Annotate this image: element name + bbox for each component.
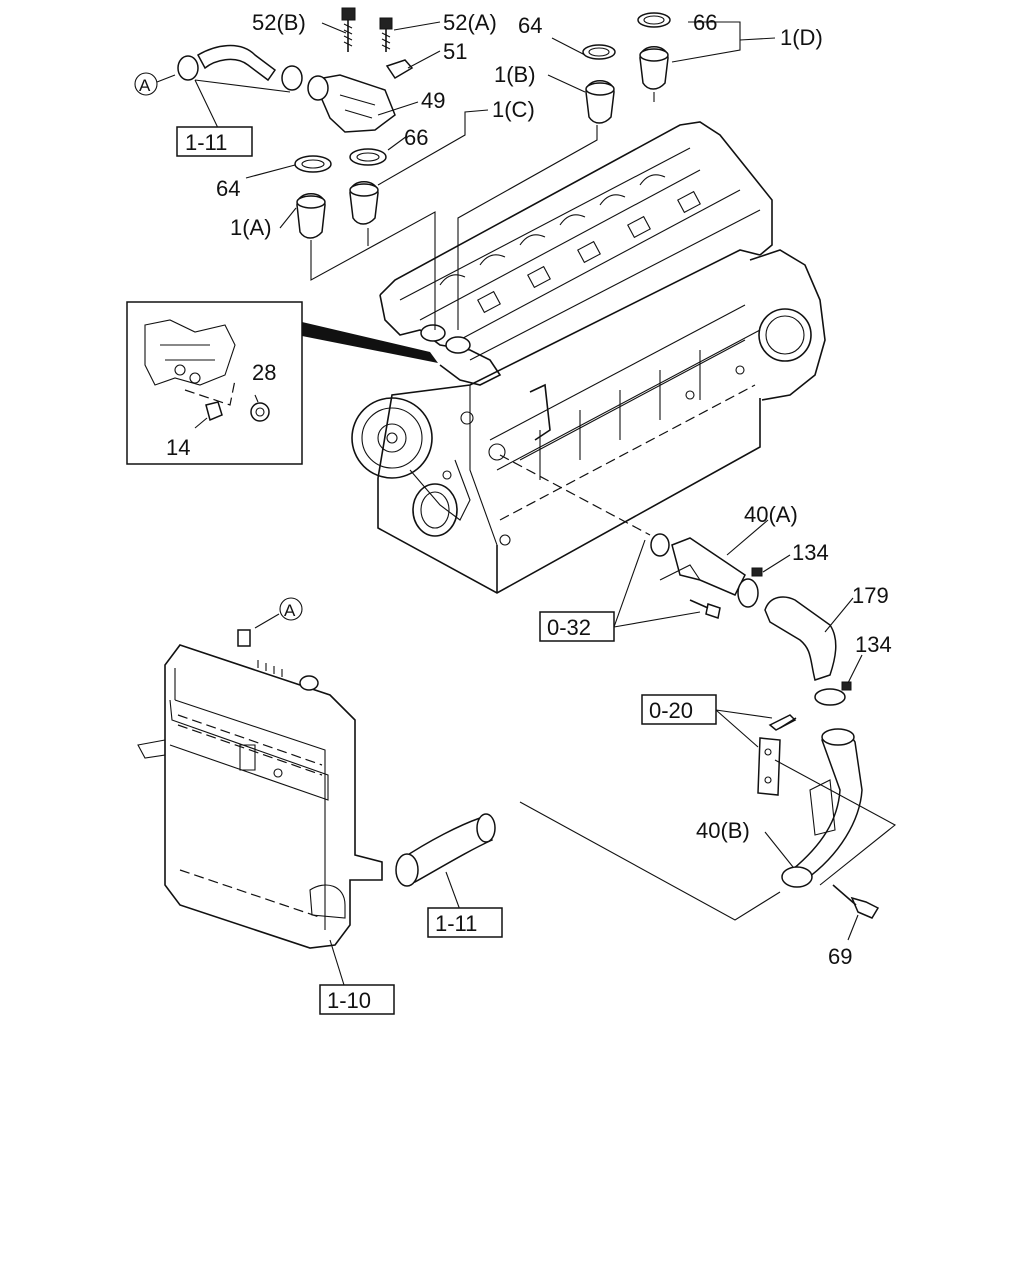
reference-marks: A A — [134, 72, 303, 621]
leader-lines — [156, 21, 863, 986]
ref-a-radiator: A — [284, 601, 296, 620]
radiator-assembly — [137, 629, 496, 949]
label-1b: 1(B) — [494, 62, 536, 87]
boxed-references: 1-11 0-32 0-20 1-11 1-10 — [176, 126, 717, 1015]
box-1-11-bottom: 1-11 — [435, 911, 477, 936]
label-28: 28 — [252, 360, 276, 385]
box-1-10: 1-10 — [327, 988, 371, 1013]
inset-pointer — [302, 322, 438, 363]
label-66-mid: 66 — [404, 125, 428, 150]
label-1c: 1(C) — [492, 97, 535, 122]
label-179: 179 — [852, 583, 889, 608]
installation-lines-thermostats — [310, 92, 655, 330]
part-labels: 52(B) 52(A) 64 66 1(D) 51 1(B) 49 1(C) 6… — [166, 10, 892, 969]
label-14: 14 — [166, 435, 190, 460]
label-69: 69 — [828, 944, 852, 969]
label-52b: 52(B) — [252, 10, 306, 35]
label-66-top: 66 — [693, 10, 717, 35]
ref-a-top: A — [139, 76, 151, 95]
box-0-32: 0-32 — [547, 615, 591, 640]
label-40a: 40(A) — [744, 502, 798, 527]
label-64-top: 64 — [518, 13, 542, 38]
inset-detail-box — [126, 301, 438, 465]
label-51: 51 — [443, 39, 467, 64]
label-1d: 1(D) — [780, 25, 823, 50]
label-64-mid: 64 — [216, 176, 240, 201]
lower-pipe-assembly — [519, 714, 896, 921]
engine-block — [351, 121, 826, 594]
box-0-20: 0-20 — [649, 698, 693, 723]
thermostat-housing-assembly — [177, 7, 671, 239]
label-1a: 1(A) — [230, 215, 272, 240]
label-134-bot: 134 — [855, 632, 892, 657]
label-49: 49 — [421, 88, 445, 113]
label-52a: 52(A) — [443, 10, 497, 35]
label-134-top: 134 — [792, 540, 829, 565]
water-inlet-assembly — [499, 454, 852, 706]
box-1-11-top: 1-11 — [185, 130, 227, 155]
label-40b: 40(B) — [696, 818, 750, 843]
